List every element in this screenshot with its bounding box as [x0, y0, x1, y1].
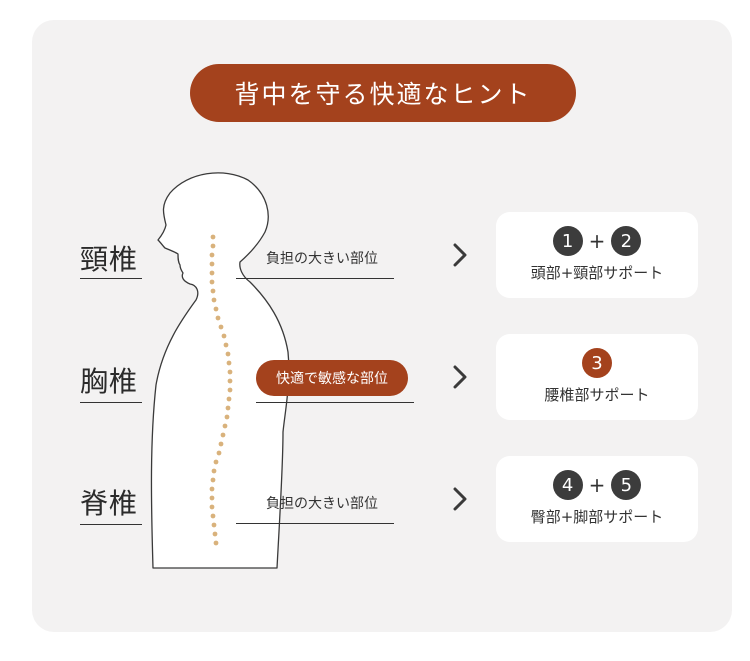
- region-underline-spine: [80, 524, 142, 525]
- title-banner: 背中を守る快適なヒント: [190, 64, 576, 122]
- support-card-cervical: 1 + 2 頭部+頸部サポート: [496, 212, 698, 298]
- region-underline-cervical: [80, 278, 142, 279]
- note-line-thoracic: [256, 402, 414, 403]
- chevron-right-icon: [453, 243, 467, 267]
- plus-sign: +: [588, 229, 606, 253]
- support-card-thoracic: 3 腰椎部サポート: [496, 334, 698, 420]
- note-spine: 負担の大きい部位: [266, 496, 378, 512]
- note-cervical: 負担の大きい部位: [266, 251, 378, 267]
- spine-dots: [209, 234, 233, 546]
- note-line-cervical: [236, 278, 394, 279]
- support-label: 頭部+頸部サポート: [530, 264, 664, 282]
- plus-sign: +: [588, 473, 606, 497]
- number-badge: 3: [582, 348, 612, 378]
- number-badge: 1: [552, 226, 583, 256]
- support-label: 臀部+脚部サポート: [530, 508, 664, 526]
- number-badge: 5: [611, 470, 642, 500]
- badge-row: 4 + 5: [496, 470, 698, 500]
- badge-row: 1 + 2: [496, 226, 698, 256]
- region-label-cervical: 頸椎: [80, 243, 139, 276]
- chevron-right-icon: [453, 365, 467, 389]
- number-badge: 4: [552, 470, 583, 500]
- region-label-spine: 脊椎: [80, 487, 139, 520]
- badge-row: 3: [496, 348, 698, 378]
- number-badge: 2: [611, 226, 642, 256]
- chevron-right-icon: [453, 487, 467, 511]
- support-label: 腰椎部サポート: [544, 386, 650, 404]
- note-line-spine: [236, 523, 394, 524]
- note-pill-thoracic: 快適で敏感な部位: [256, 360, 408, 396]
- body-outline: [150, 172, 290, 569]
- region-label-thoracic: 胸椎: [80, 365, 139, 398]
- support-card-spine: 4 + 5 臀部+脚部サポート: [496, 456, 698, 542]
- region-underline-thoracic: [80, 402, 142, 403]
